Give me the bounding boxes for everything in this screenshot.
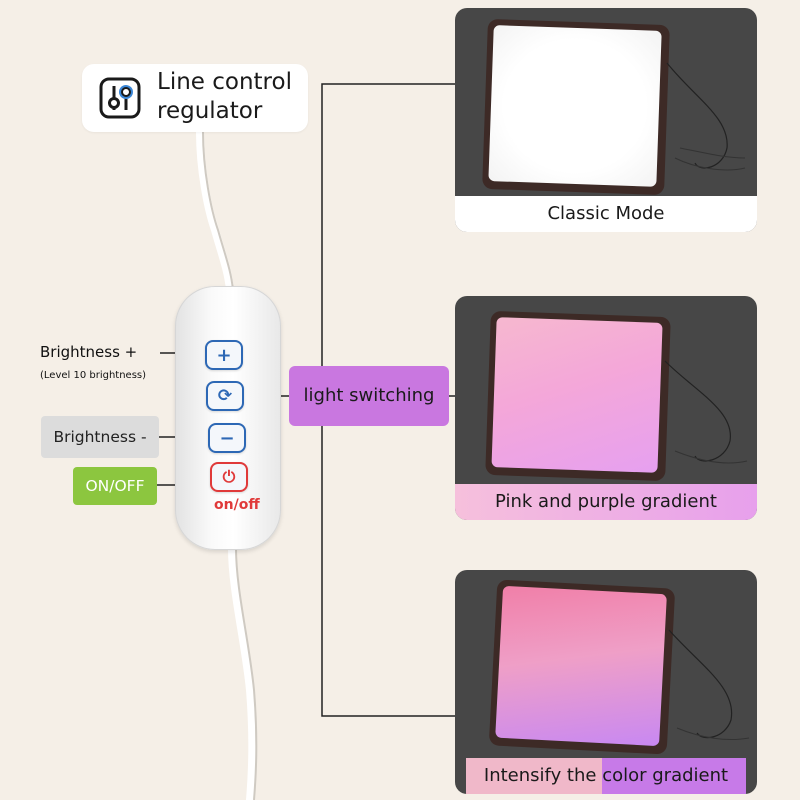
brightness-plus-button[interactable]: + <box>205 340 243 370</box>
cable-bottom <box>228 544 257 800</box>
remote-controller <box>175 286 281 550</box>
light-switching-label: light switching <box>289 366 449 426</box>
classic-mode-caption: Classic Mode <box>455 196 757 232</box>
power-button[interactable]: ⏻ <box>210 462 248 492</box>
cable-bottom-shadow <box>235 547 258 800</box>
intensify-panel: Intensify the color gradient <box>455 570 757 794</box>
pink-purple-panel: Pink and purple gradient <box>455 296 757 520</box>
on-off-label: ON/OFF <box>73 467 157 505</box>
minus-icon: − <box>219 427 235 449</box>
sliders-icon <box>94 72 146 124</box>
brightness-minus-label: Brightness - <box>41 416 159 458</box>
classic-mode-panel: Classic Mode <box>455 8 757 232</box>
level-note-label: (Level 10 brightness) <box>40 370 147 381</box>
title-card: Line control regulator <box>82 64 308 132</box>
intensify-caption: Intensify the color gradient <box>455 758 757 794</box>
brightness-minus-button[interactable]: − <box>208 423 246 453</box>
plus-icon: + <box>216 344 232 366</box>
title-line-2: regulator <box>157 98 263 124</box>
lamp-cord <box>664 360 748 464</box>
lamp-cord <box>666 62 746 171</box>
title-line-1: Line control <box>157 69 292 95</box>
pink-purple-caption: Pink and purple gradient <box>455 484 757 520</box>
remote-onoff-print: on/off <box>214 497 260 513</box>
light-switch-button[interactable]: ⟳ <box>206 381 244 411</box>
brightness-plus-label: Brightness + <box>40 343 138 361</box>
cycle-icon: ⟳ <box>217 386 233 406</box>
lamp-cord <box>668 629 750 741</box>
cable-top <box>196 128 234 294</box>
caption-part-1: Intensify the <box>465 758 603 794</box>
caption-part-2: color gradient <box>602 758 747 794</box>
power-icon: ⏻ <box>222 467 236 486</box>
cable-top-shadow <box>202 131 234 291</box>
title-text: Line control regulator <box>157 68 292 126</box>
